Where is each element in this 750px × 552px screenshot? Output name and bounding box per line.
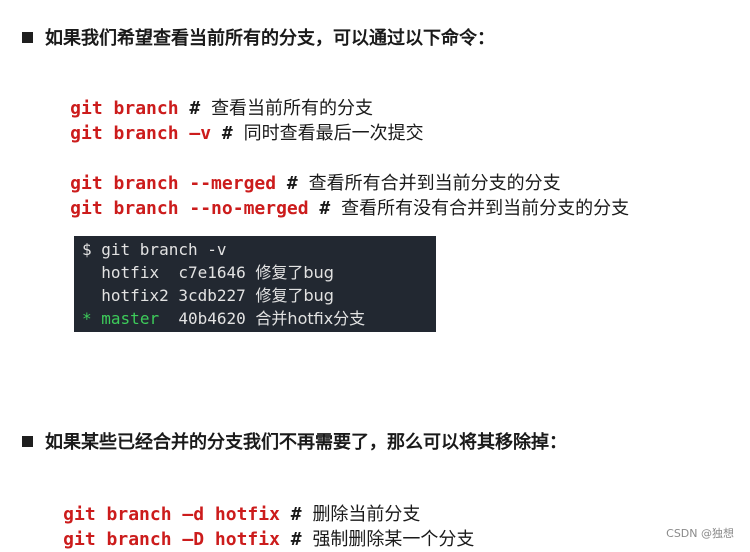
section-heading-view-branches: 如果我们希望查看当前所有的分支，可以通过以下命令： — [22, 24, 495, 50]
commit-hash: c7e1646 — [178, 263, 246, 282]
command-comment: 查看所有合并到当前分支的分支 — [308, 173, 561, 194]
comment-hash: # — [178, 98, 212, 119]
section-heading-delete-branches: 如果某些已经合并的分支我们不再需要了，那么可以将其移除掉： — [22, 428, 567, 454]
command-line: git branch –d hotfix # 删除当前分支 — [53, 479, 420, 525]
command-comment: 查看所有没有合并到当前分支的分支 — [341, 198, 630, 219]
commit-message: 合并hotfix分支 — [255, 309, 366, 328]
command-text: git branch –D hotfix — [63, 529, 280, 550]
branch-marker — [82, 263, 92, 282]
command-line: git branch # 查看当前所有的分支 — [60, 73, 373, 119]
command-text: git branch –d hotfix — [63, 504, 280, 525]
branch-name: hotfix2 — [101, 286, 169, 305]
command-line: git branch --merged # 查看所有合并到当前分支的分支 — [60, 148, 560, 194]
command-line: git branch –D hotfix # 强制删除某一个分支 — [53, 504, 474, 550]
terminal-row: hotfix c7e1646 修复了bug — [82, 261, 436, 284]
command-line: git branch –v # 同时查看最后一次提交 — [60, 98, 423, 144]
current-branch-marker: * — [82, 309, 92, 328]
comment-hash: # — [279, 504, 313, 525]
command-comment: 查看当前所有的分支 — [211, 98, 374, 119]
command-line: git branch --no-merged # 查看所有没有合并到当前分支的分… — [60, 173, 629, 219]
csdn-watermark: CSDN @独想 — [666, 527, 734, 540]
current-branch-name: master — [101, 309, 160, 328]
command-text: git branch –v — [70, 123, 212, 144]
branch-name: hotfix — [101, 263, 160, 282]
command-comment: 强制删除某一个分支 — [312, 529, 475, 550]
commit-message: 修复了bug — [255, 263, 334, 282]
commit-hash: 3cdb227 — [178, 286, 246, 305]
commit-message: 修复了bug — [255, 286, 334, 305]
branch-marker — [82, 286, 92, 305]
command-text: git branch --no-merged — [70, 198, 309, 219]
command-comment: 删除当前分支 — [312, 504, 421, 525]
comment-hash: # — [276, 173, 309, 194]
terminal-row: hotfix2 3cdb227 修复了bug — [82, 284, 436, 307]
comment-hash: # — [211, 123, 244, 144]
command-comment: 同时查看最后一次提交 — [243, 123, 424, 144]
square-bullet-icon — [22, 435, 33, 447]
terminal-output: $ git branch -v hotfix c7e1646 修复了bug ho… — [74, 236, 436, 332]
command-text: git branch --merged — [70, 173, 277, 194]
commit-hash: 40b4620 — [178, 309, 246, 328]
comment-hash: # — [308, 198, 342, 219]
terminal-prompt: $ git branch -v — [82, 240, 227, 259]
comment-hash: # — [279, 529, 313, 550]
square-bullet-icon — [22, 31, 33, 43]
heading-text: 如果我们希望查看当前所有的分支，可以通过以下命令： — [45, 28, 495, 49]
heading-text: 如果某些已经合并的分支我们不再需要了，那么可以将其移除掉： — [45, 432, 567, 453]
terminal-row-current: * master 40b4620 合并hotfix分支 — [82, 307, 436, 330]
command-text: git branch — [70, 98, 179, 119]
